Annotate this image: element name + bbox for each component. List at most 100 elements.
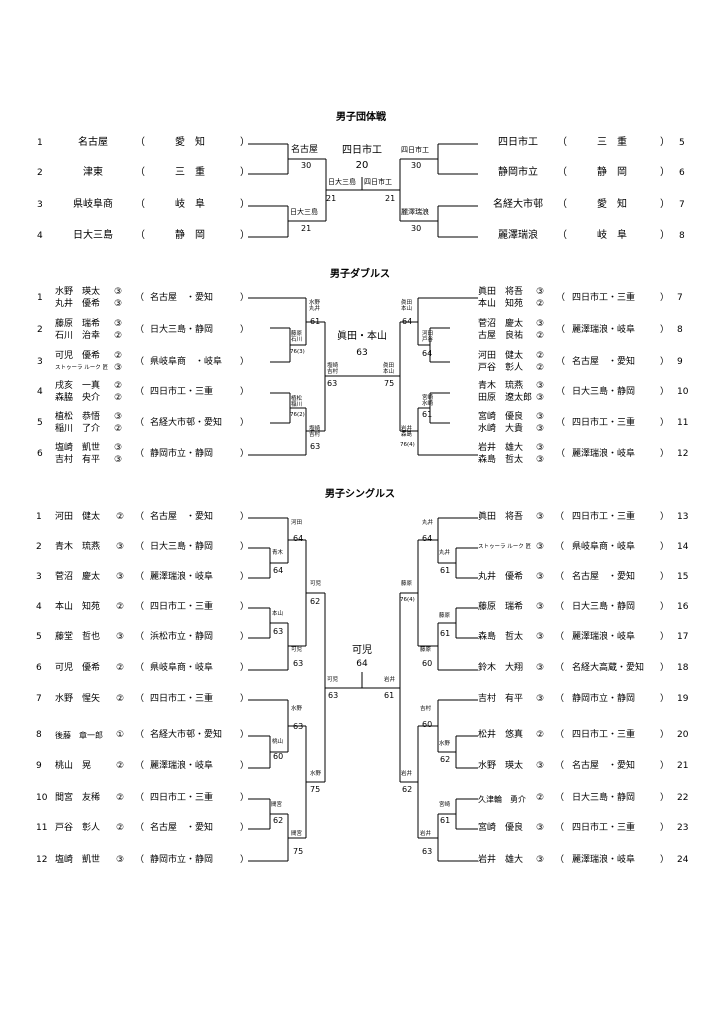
close-paren: ）	[660, 602, 670, 612]
close-paren: ）	[240, 418, 250, 428]
prefecture: 愛 知	[175, 137, 205, 148]
grade: ②	[536, 299, 545, 309]
grade: ②	[116, 823, 125, 833]
open-paren: （	[135, 761, 145, 771]
school-name: 日大三島	[73, 230, 113, 241]
open-paren: （	[556, 387, 566, 397]
entry-number: 23	[677, 823, 689, 833]
player-name: 青木 琉燕	[478, 381, 524, 391]
entry-number: 22	[677, 793, 689, 803]
entry-number: 3	[37, 200, 43, 210]
team-name: 四日市工・三重	[572, 823, 636, 833]
doubles-mark: 水野丸井	[309, 300, 321, 312]
singles-mark: 可児	[327, 677, 339, 683]
open-paren: （	[135, 572, 145, 582]
singles-champion: 可児	[352, 645, 372, 656]
doubles-champion: 眞田・本山	[337, 331, 387, 342]
player-name: 久津輪 勇介	[478, 795, 526, 804]
grade: ②	[114, 331, 123, 341]
entry-number: 4	[37, 231, 43, 241]
team-name: 麗澤瑞浪・岐阜	[572, 632, 636, 642]
doubles-mark-score: 63	[327, 379, 338, 388]
doubles-section-title: 男子ダブルス	[330, 269, 390, 280]
grade: ②	[114, 351, 123, 361]
close-paren: ）	[240, 542, 250, 552]
close-paren: ）	[660, 761, 670, 771]
team-r1-score: 30	[411, 161, 422, 170]
singles-mark: 可児	[291, 647, 303, 653]
team-name: 浜松市立・静岡	[150, 632, 214, 642]
player-name: 菅沼 慶太	[55, 572, 101, 582]
entry-number: 4	[37, 387, 43, 397]
close-paren: ）	[240, 325, 250, 335]
entry-number: 5	[679, 138, 685, 148]
team-name: 静岡市立・静岡	[150, 449, 214, 459]
team-name: 麗澤瑞浪・岐阜	[572, 325, 636, 335]
close-paren: ）	[240, 793, 250, 803]
grade: ③	[536, 319, 545, 329]
singles-mark-score: 62	[310, 597, 321, 606]
player-name: 後藤 章一郎	[55, 731, 103, 740]
school-name: 県岐阜商	[73, 199, 113, 210]
open-paren: （	[135, 855, 145, 865]
grade: ③	[536, 381, 545, 391]
close-paren: ）	[240, 602, 250, 612]
player-name: 鈴木 大翔	[478, 663, 524, 673]
open-paren: （	[135, 694, 145, 704]
player-name: 宮崎 優良	[478, 412, 524, 422]
doubles-mark: 植松稲川	[291, 396, 303, 408]
player-name: 稲川 了介	[55, 424, 101, 434]
prefecture: 岐 阜	[175, 199, 205, 210]
open-paren: （	[556, 357, 566, 367]
doubles-mark-score: 61	[422, 410, 433, 419]
player-name: 岩井 雄大	[478, 443, 524, 453]
team-name: 四日市工・三重	[150, 387, 214, 397]
player-name: 戸谷 彰人	[55, 823, 101, 833]
player-name: 眞田 将吾	[478, 512, 524, 522]
team-name: 県岐阜商 ・岐阜	[150, 357, 223, 367]
doubles-mark-score: 76(2)	[290, 412, 305, 418]
close-paren: ）	[660, 418, 670, 428]
prefecture: 岐 阜	[597, 230, 627, 241]
singles-mark-score: 60	[422, 720, 433, 729]
close-paren: ）	[660, 449, 670, 459]
grade: ③	[114, 287, 123, 297]
player-name: 本山 知苑	[55, 602, 101, 612]
entry-number: 17	[677, 632, 689, 642]
entry-number: 7	[677, 293, 683, 303]
grade: ③	[536, 542, 545, 552]
close-paren: ）	[660, 387, 670, 397]
grade: ②	[116, 512, 125, 522]
entry-number: 13	[677, 512, 689, 522]
grade: ③	[536, 424, 545, 434]
prefecture: 静 岡	[175, 230, 205, 241]
open-paren: （	[556, 418, 566, 428]
school-name: 津東	[83, 167, 103, 178]
team-name: 県岐阜商・岐阜	[572, 542, 636, 552]
team-name: 名古屋 ・愛知	[572, 357, 636, 367]
close-paren: ）	[240, 694, 250, 704]
team-name: 名古屋 ・愛知	[150, 512, 214, 522]
open-paren: （	[555, 855, 565, 865]
singles-mark: 岩井	[401, 771, 413, 777]
close-paren: ）	[660, 632, 670, 642]
team-name: 名経大市邨・愛知	[150, 730, 223, 740]
grade: ②	[116, 663, 125, 673]
team-name: 名古屋 ・愛知	[150, 293, 214, 303]
player-name: 間宮 友稀	[55, 793, 101, 803]
entry-number: 16	[677, 602, 689, 612]
entry-number: 2	[37, 168, 43, 178]
team-sf-right: 四日市工	[364, 178, 392, 186]
singles-mark: 間宮	[291, 831, 303, 837]
close-paren: ）	[240, 137, 250, 148]
singles-mark-score: 62	[273, 816, 284, 825]
singles-mark-score: 63	[328, 691, 339, 700]
doubles-mark-score: 63	[310, 442, 321, 451]
team-name: 日大三島・静岡	[150, 325, 214, 335]
singles-mark-score: 64	[293, 534, 304, 543]
close-paren: ）	[240, 387, 250, 397]
close-paren: ）	[660, 230, 670, 241]
entry-number: 10	[677, 387, 689, 397]
close-paren: ）	[240, 167, 250, 178]
